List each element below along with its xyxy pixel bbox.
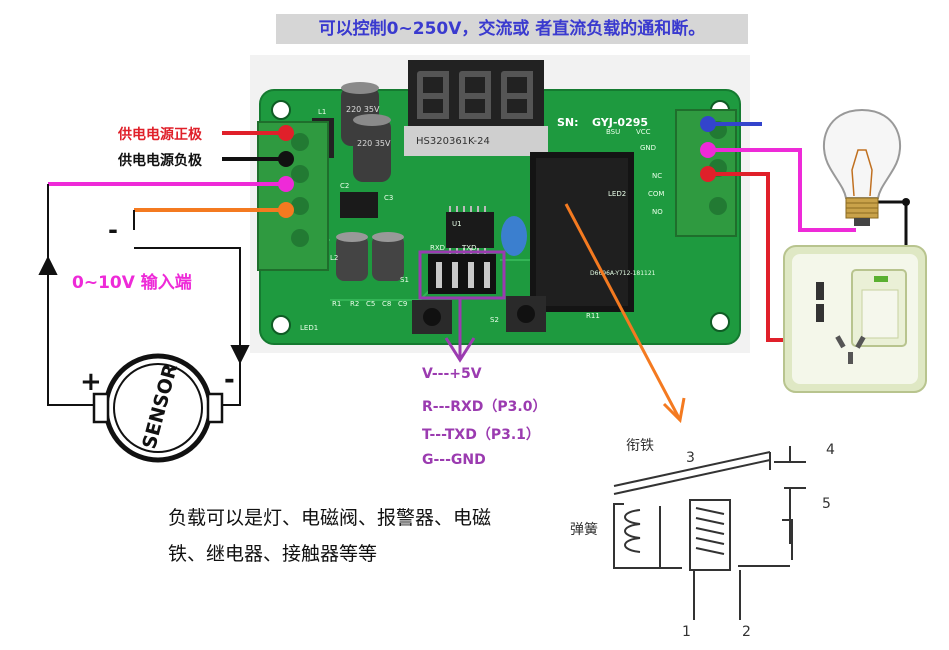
capacitor-large-2: 220 35V: [353, 114, 391, 182]
svg-text:TXD: TXD: [461, 244, 476, 252]
board-code: D6696A-Y712-181121: [590, 270, 656, 277]
svg-text:L1: L1: [318, 108, 326, 116]
load-description: 负载可以是灯、电磁阀、报警器、电磁 铁、继电器、接触器等等: [168, 500, 538, 572]
svg-text:R2: R2: [350, 300, 359, 308]
svg-text:1: 1: [682, 624, 691, 640]
svg-text:GND: GND: [640, 144, 656, 152]
svg-text:COM: COM: [648, 190, 664, 198]
svg-text:RXD: RXD: [430, 244, 445, 252]
svg-text:VCC: VCC: [636, 128, 651, 136]
ceramic-capacitor: [501, 216, 527, 256]
svg-text:C2: C2: [340, 182, 349, 190]
armature-label: 衔铁: [626, 438, 654, 454]
svg-text:LED2: LED2: [608, 190, 626, 198]
pin-t: T---TXD（P3.1）: [422, 427, 540, 443]
svg-text:BSU: BSU: [606, 128, 620, 136]
svg-text:LED1: LED1: [300, 324, 318, 332]
svg-text:3: 3: [686, 450, 695, 466]
load-description-line-2: 铁、继电器、接触器等等: [168, 543, 378, 565]
mcu-chip: [446, 206, 494, 254]
light-bulb-icon: [822, 108, 902, 226]
regulator-chip: [340, 192, 378, 218]
page-title: 可以控制0~250V，交流或 者直流负载的通和断。: [276, 14, 748, 44]
capacitor-small-1: [336, 232, 368, 281]
relay-schematic: [613, 446, 806, 620]
svg-text:R11: R11: [586, 312, 600, 320]
pin-g: G---GND: [422, 452, 486, 468]
relay-schematic-labels: 衔铁 弹簧 1 2 3 4 5: [570, 438, 835, 640]
cap-text-1: 220 35V: [346, 105, 380, 114]
label-input-range: 0~10V 输入端: [72, 273, 192, 293]
display-part-text: HS320361K-24: [416, 136, 490, 147]
svg-text:C3: C3: [384, 194, 393, 202]
svg-text:S2: S2: [490, 316, 499, 324]
svg-text:NO: NO: [652, 208, 663, 216]
capacitor-small-2: [372, 232, 404, 281]
silkscreen: R1 R2 C5 C8 C9 S1 S2 R11 LED1 C2 C3 U1 L…: [300, 108, 664, 332]
svg-text:5: 5: [822, 496, 831, 512]
svg-text:L2: L2: [330, 254, 338, 262]
svg-text:NC: NC: [652, 172, 662, 180]
pin-r: R---RXD（P3.0）: [422, 399, 547, 415]
load-description-line-1: 负载可以是灯、电磁阀、报警器、电磁: [168, 507, 492, 529]
wall-socket-switch: [783, 245, 927, 393]
svg-text:2: 2: [742, 624, 751, 640]
sensor: SENSOR + -: [80, 353, 235, 463]
push-button-s2: [506, 296, 546, 332]
terminal-block-left: [257, 121, 329, 271]
svg-text:C8: C8: [382, 300, 391, 308]
push-button-s1: [412, 300, 452, 334]
label-minus-sign: -: [108, 216, 118, 244]
pin-header: [428, 254, 496, 294]
svg-text:C9: C9: [398, 300, 407, 308]
svg-text:4: 4: [826, 442, 835, 458]
svg-text:C5: C5: [366, 300, 375, 308]
pin-callout-arrow: [418, 250, 506, 363]
label-power-positive: 供电电源正极: [118, 127, 202, 143]
seven-segment-display: HS320361K-24: [404, 60, 548, 156]
sensor-plus-sign: +: [80, 367, 102, 397]
sensor-minus-sign: -: [224, 365, 235, 395]
wire-end-dots: [278, 116, 910, 218]
board-sn-label: SN:: [557, 116, 579, 129]
cap-text-2: 220 35V: [357, 139, 391, 148]
svg-text:S1: S1: [400, 276, 409, 284]
magenta-wire-com: [708, 148, 856, 232]
svg-text:U1: U1: [452, 220, 462, 228]
svg-text:R1: R1: [332, 300, 341, 308]
label-power-negative: 供电电源负极: [118, 153, 202, 169]
pcb-board: HS320361K-24 220 35V 220 35V: [250, 55, 750, 353]
spring-label: 弹簧: [570, 522, 598, 538]
board-model: GYJ-0295: [592, 116, 648, 129]
sensor-wiring: [38, 184, 250, 406]
relay-callout-arrow: [564, 203, 686, 424]
pin-v: V---+5V: [422, 366, 482, 382]
